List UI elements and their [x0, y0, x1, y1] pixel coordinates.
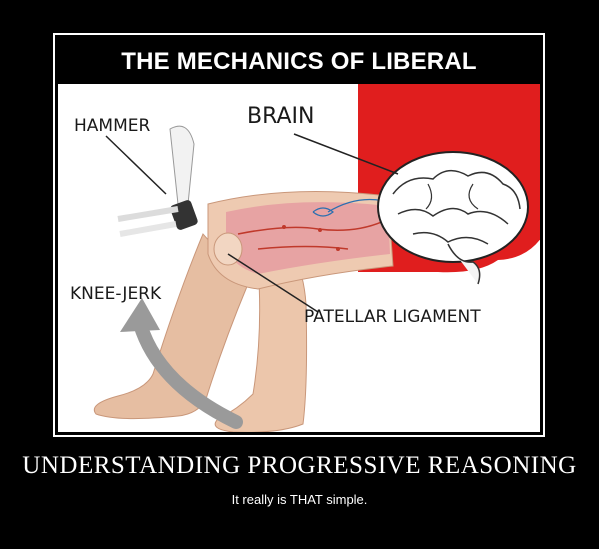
kneecap: [213, 232, 243, 266]
nerve-node: [336, 247, 340, 251]
reflex-hammer: [117, 125, 198, 237]
poster-title: THE MECHANICS OF LIBERAL REASONING: [58, 38, 540, 123]
lower-leg: [93, 233, 249, 420]
poster-frame: THE MECHANICS OF LIBERAL REASONING: [53, 33, 545, 437]
knee-jerk-arrow: [133, 317, 243, 429]
knee-jerk-label: KNEE-JERK: [70, 284, 162, 304]
brain-leader: [293, 133, 399, 175]
nerve-node: [318, 228, 322, 232]
brain-label: BRAIN: [247, 104, 315, 129]
nerve-node: [282, 225, 286, 229]
nerve-path-2: [257, 245, 349, 250]
patellar-leader: [227, 253, 319, 313]
brain: [377, 151, 529, 285]
thigh-muscle: [226, 202, 390, 274]
hammer-label: HAMMER: [74, 116, 151, 136]
poster-heading: UNDERSTANDING PROGRESSIVE REASONING: [22, 452, 577, 479]
spinal-loop: [312, 207, 334, 217]
nerve-path: [237, 218, 389, 235]
illustration-panel: THE MECHANICS OF LIBERAL REASONING: [58, 38, 540, 432]
hammer-leader: [105, 135, 167, 195]
patellar-ligament-label: PATELLAR LIGAMENT: [304, 307, 481, 327]
knee-reflex-diagram: [93, 84, 540, 432]
arrow-head: [120, 298, 160, 332]
poster-subline: It really is THAT simple.: [231, 492, 368, 507]
